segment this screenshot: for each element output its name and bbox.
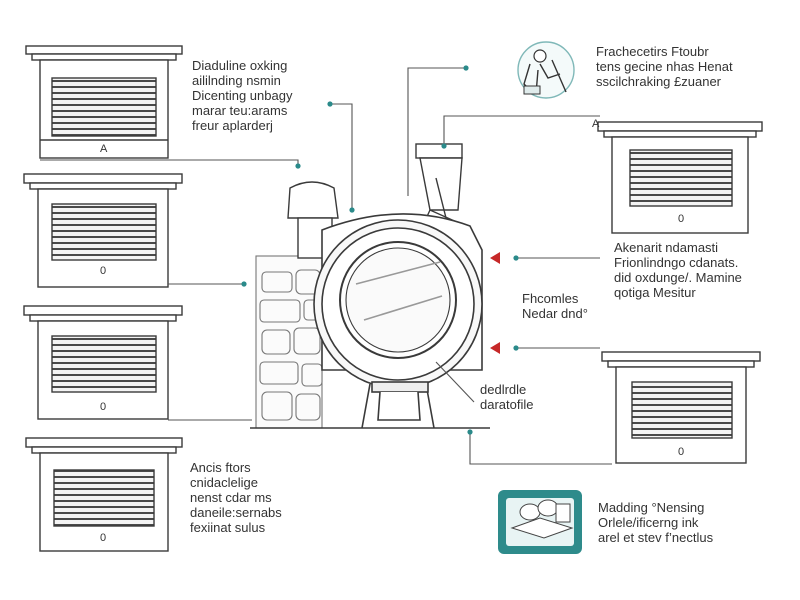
label-top-left: Diaduline oxking aililnding nsmin Dicent… bbox=[192, 58, 293, 133]
vent-bottom-right bbox=[601, 351, 761, 464]
person-with-shovel-icon bbox=[517, 41, 575, 99]
label-bottom-left: Ancis ftors cnidaclelige nenst cdar ms d… bbox=[190, 460, 282, 535]
vent-tag-mid-left: 0 bbox=[100, 265, 107, 277]
label-center-bottom: dedlrdle daratofile bbox=[480, 382, 534, 412]
label-mid-right: Akenarit ndamasti Frionlindngo cdanats. … bbox=[614, 240, 742, 300]
label-bottom-right: Madding °Nensing Orlele/ificerng ink are… bbox=[598, 500, 714, 545]
vent-lower-left bbox=[23, 305, 183, 420]
vent-tag-top-right-corner: A bbox=[592, 118, 600, 130]
vent-top-right bbox=[597, 121, 763, 234]
vent-tag-top-right: 0 bbox=[678, 213, 685, 225]
red-arrows bbox=[490, 252, 500, 354]
vent-tag-bottom-left: 0 bbox=[100, 532, 107, 544]
book-and-papers-icon bbox=[498, 490, 582, 554]
label-center-right: Fhcomles Nedar dnd° bbox=[522, 291, 588, 321]
leader-dots bbox=[241, 65, 519, 435]
stove-body bbox=[313, 213, 483, 429]
vent-tag-top-left: A bbox=[100, 143, 108, 155]
vent-tag-lower-left: 0 bbox=[100, 401, 107, 413]
vent-top-left bbox=[25, 45, 183, 159]
vent-mid-left bbox=[23, 173, 183, 288]
vent-tag-bottom-right: 0 bbox=[678, 446, 685, 458]
label-top-right: Frachecetirs Ftoubr tens gecine nhas Hen… bbox=[596, 44, 733, 89]
vent-bottom-left bbox=[25, 437, 183, 552]
stone-wall bbox=[255, 255, 323, 429]
